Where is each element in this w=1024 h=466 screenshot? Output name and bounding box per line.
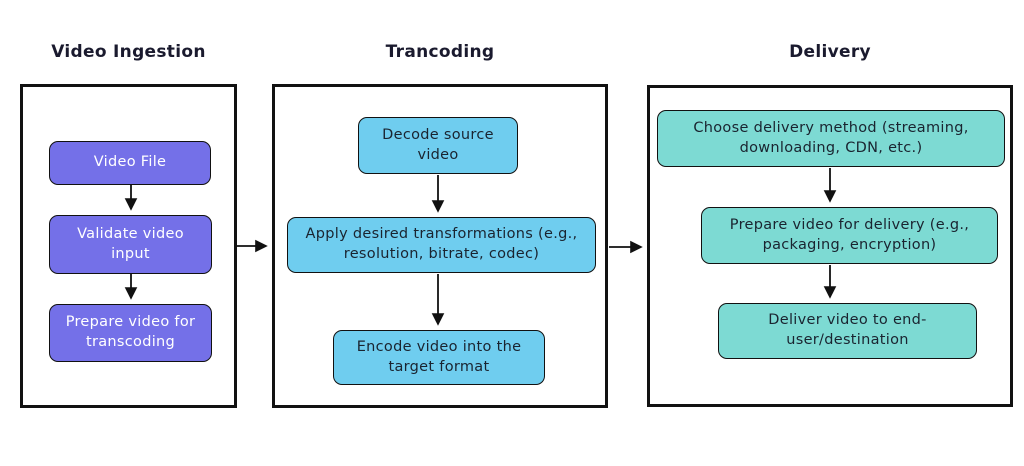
step-box-prepare-video-for-transcoding: Prepare video for transcoding: [49, 304, 212, 362]
column-title-trancoding: Trancoding: [385, 42, 495, 62]
step-box-encode-video-into-target-format: Encode video into the target format: [333, 330, 545, 385]
column-title-video-ingestion: Video Ingestion: [51, 42, 206, 62]
step-box-decode-source-video: Decode source video: [358, 117, 518, 174]
step-box-deliver-video-to-end-user: Deliver video to end-user/destination: [718, 303, 977, 359]
step-box-validate-video-input: Validate video input: [49, 215, 212, 274]
step-box-video-file: Video File: [49, 141, 211, 185]
step-box-apply-desired-transformations: Apply desired transformations (e.g., res…: [287, 217, 596, 273]
column-title-delivery: Delivery: [789, 42, 871, 62]
step-box-choose-delivery-method: Choose delivery method (streaming, downl…: [657, 110, 1005, 167]
step-box-prepare-video-for-delivery: Prepare video for delivery (e.g., packag…: [701, 207, 998, 264]
